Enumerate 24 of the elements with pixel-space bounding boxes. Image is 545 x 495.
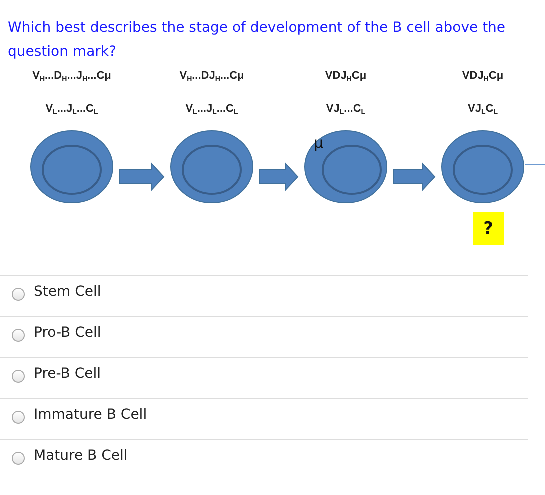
chain-symbol: μ xyxy=(314,134,324,152)
b-cell xyxy=(30,130,114,204)
answer-option: Immature B Cell xyxy=(34,407,148,423)
gene-segment-label: V$_{H}$...D$_{H}$...J$_{H}$...Cμ xyxy=(32,70,112,83)
gene-segment-label: V$_{H}$...DJ$_{H}$...Cμ xyxy=(178,70,246,83)
question-mark-box: ? xyxy=(473,212,504,245)
gene-segment-label: VJ$_{L}$...C$_{L}$ xyxy=(325,103,367,116)
b-cell xyxy=(441,130,525,204)
answer-option: Pre-B Cell xyxy=(34,366,102,382)
gene-segment-label: VJ$_{L}$C$_{L}$ xyxy=(467,103,499,116)
gene-segment-label: V$_{L}$...J$_{L}$...C$_{L}$ xyxy=(184,103,240,116)
answer-option: Stem Cell xyxy=(34,284,102,300)
question-text: Which best describes the stage of development of the B cell above the question mark? xyxy=(8,19,507,62)
b-cell xyxy=(170,130,254,204)
gene-segment-label: VDJ$_{H}$Cμ xyxy=(461,70,505,83)
connector-line xyxy=(524,164,545,166)
block-arrow xyxy=(120,162,165,192)
gene-segment-label: VDJ$_{H}$Cμ xyxy=(324,70,368,83)
answer-option: Pro-B Cell xyxy=(34,325,102,341)
answer-option: Mature B Cell xyxy=(34,448,128,464)
b-cell xyxy=(304,130,388,204)
gene-segment-label: V$_{L}$...J$_{L}$...C$_{L}$ xyxy=(44,103,100,116)
block-arrow xyxy=(394,162,436,192)
block-arrow xyxy=(260,162,299,192)
